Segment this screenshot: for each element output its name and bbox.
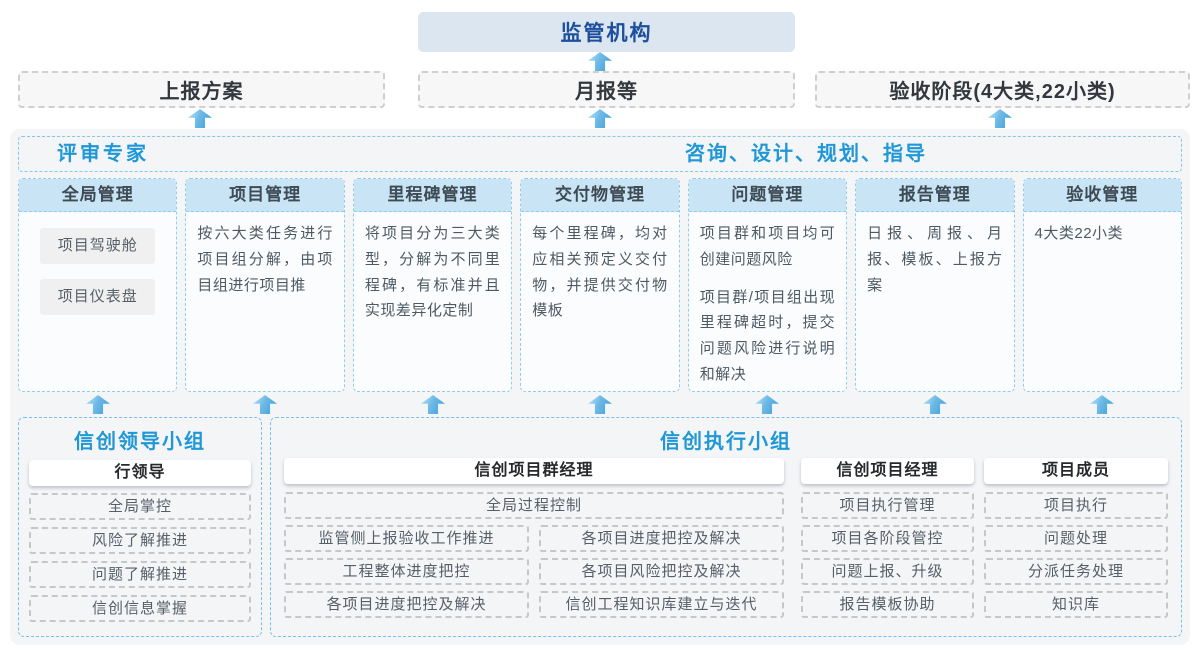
column-report-management: 报告管理 日报、周报、月报、模板、上报方案 [855,178,1015,392]
up-arrow-icon [588,395,612,414]
up-arrow-icon [188,109,212,128]
task-item: 项目执行 [984,492,1168,519]
leader-group-title: 信创领导小组 [74,431,206,453]
column-deliverable-management: 交付物管理 每个里程碑，均对应相关预定义交付物，并提供交付物模板 [520,178,680,392]
column-description: 项目群和项目均可创建问题风险 [699,225,836,268]
role-program-manager: 信创项目群经理 [284,458,784,484]
column-title: 全局管理 [19,179,177,212]
task-item: 监管侧上报验收工作推进 [284,525,529,552]
task-item: 全局掌控 [29,493,251,520]
project-manager-section: 信创项目经理 项目执行管理 项目各阶段管控 问题上报、升级 报告模板协助 [801,458,974,618]
up-arrow-icon [988,109,1012,128]
task-item: 项目各阶段管控 [801,525,974,552]
report-box-plan: 上报方案 [18,71,385,108]
up-arrow-icon [253,395,277,414]
task-item: 问题上报、升级 [801,558,974,585]
up-arrow-icon [588,52,612,71]
column-title: 问题管理 [688,179,847,212]
task-item: 工程整体进度把控 [284,558,529,585]
project-member-section: 项目成员 项目执行 问题处理 分派任务处理 知识库 [984,458,1168,618]
task-item: 问题了解推进 [29,561,251,588]
consulting-label: 咨询、设计、规划、指导 [685,143,927,165]
column-title: 项目管理 [186,179,344,212]
report-box-acceptance: 验收阶段(4大类,22小类) [815,71,1190,108]
task-item: 信创信息掌握 [29,595,251,622]
task-item: 信创工程知识库建立与迭代 [539,591,784,618]
role-project-member: 项目成员 [984,458,1168,484]
column-body: 日报、周报、月报、模板、上报方案 [856,212,1013,307]
task-item: 问题处理 [984,525,1168,552]
task-item: 项目执行管理 [801,492,974,519]
up-arrow-icon [755,395,779,414]
up-arrow-icon [923,395,947,414]
feature-pill: 项目仪表盘 [40,278,156,315]
column-description: 将项目分为三大类型，分解为不同里程碑，有标准并且实现差异化定制 [364,225,501,320]
column-acceptance-management: 验收管理 4大类22小类 [1022,178,1182,392]
column-description: 按六大类任务进行项目组分解，由项目组进行项目推 [197,225,333,294]
column-title: 验收管理 [1023,179,1181,212]
column-body: 项目驾驶舱 项目仪表盘 [19,212,176,339]
column-body: 将项目分为三大类型，分解为不同里程碑，有标准并且实现差异化定制 [354,212,511,333]
task-item: 各项目进度把控及解决 [539,525,784,552]
platform-header: 评审专家 咨询、设计、规划、指导 [18,136,1182,172]
role-bank-leader: 行领导 [29,460,251,486]
column-milestone-management: 里程碑管理 将项目分为三大类型，分解为不同里程碑，有标准并且实现差异化定制 [352,178,513,392]
column-title: 报告管理 [856,179,1014,212]
column-description: 每个里程碑，均对应相关预定义交付物，并提供交付物模板 [532,225,668,320]
up-arrow-icon [1090,395,1114,414]
program-manager-right-tasks: 各项目进度把控及解决 各项目风险把控及解决 信创工程知识库建立与迭代 [539,519,784,618]
up-arrow-icon [86,395,110,414]
leader-group: 信创领导小组 行领导 全局掌控 风险了解推进 问题了解推进 信创信息掌握 [18,417,262,637]
task-item: 各项目进度把控及解决 [284,591,529,618]
column-project-management: 项目管理 按六大类任务进行项目组分解，由项目组进行项目推 [185,178,345,392]
up-arrow-icon [588,109,612,128]
platform-container: 评审专家 咨询、设计、规划、指导 全局管理 项目驾驶舱 项目仪表盘 项目管理 按… [10,129,1190,645]
task-item: 全局过程控制 [284,492,784,519]
regulator-box: 监管机构 [418,12,795,52]
review-experts-label: 评审专家 [57,143,149,165]
column-title: 里程碑管理 [353,179,512,212]
management-columns: 全局管理 项目驾驶舱 项目仪表盘 项目管理 按六大类任务进行项目组分解，由项目组… [18,178,1182,392]
column-body: 每个里程碑，均对应相关预定义交付物，并提供交付物模板 [521,212,678,333]
task-item: 风险了解推进 [29,527,251,554]
task-item: 知识库 [984,591,1168,618]
task-item: 各项目风险把控及解决 [539,558,784,585]
regulator-label: 监管机构 [560,22,653,45]
column-global-management: 全局管理 项目驾驶舱 项目仪表盘 [18,178,178,392]
column-title: 交付物管理 [521,179,679,212]
column-description: 项目群/项目组出现里程碑超时，提交问题风险进行说明和解决 [699,288,836,383]
exec-group-title: 信创执行小组 [660,431,792,453]
column-issue-management: 问题管理 项目群和项目均可创建问题风险 项目群/项目组出现里程碑超时，提交问题风… [687,178,848,392]
role-project-manager: 信创项目经理 [801,458,974,484]
report-box-acceptance-label: 验收阶段(4大类,22小类) [889,81,1116,103]
column-description: 日报、周报、月报、模板、上报方案 [867,225,1003,294]
exec-group: 信创执行小组 信创项目群经理 全局过程控制 监管侧上报验收工作推进 工程整体进度… [270,417,1182,637]
program-manager-section: 信创项目群经理 全局过程控制 监管侧上报验收工作推进 工程整体进度把控 各项目进… [284,458,784,618]
feature-pill: 项目驾驶舱 [40,228,156,264]
program-manager-task-columns: 监管侧上报验收工作推进 工程整体进度把控 各项目进度把控及解决 各项目进度把控及… [284,519,784,618]
program-manager-left-tasks: 监管侧上报验收工作推进 工程整体进度把控 各项目进度把控及解决 [284,519,529,618]
report-box-plan-label: 上报方案 [159,81,244,103]
column-body: 项目群和项目均可创建问题风险 项目群/项目组出现里程碑超时，提交问题风险进行说明… [689,212,846,391]
column-description: 4大类22小类 [1034,225,1124,242]
column-body: 按六大类任务进行项目组分解，由项目组进行项目推 [186,212,343,307]
report-box-monthly: 月报等 [418,71,795,108]
report-box-monthly-label: 月报等 [575,81,638,103]
task-item: 分派任务处理 [984,558,1168,585]
task-item: 报告模板协助 [801,591,974,618]
column-body: 4大类22小类 [1024,212,1181,256]
up-arrow-icon [421,395,445,414]
